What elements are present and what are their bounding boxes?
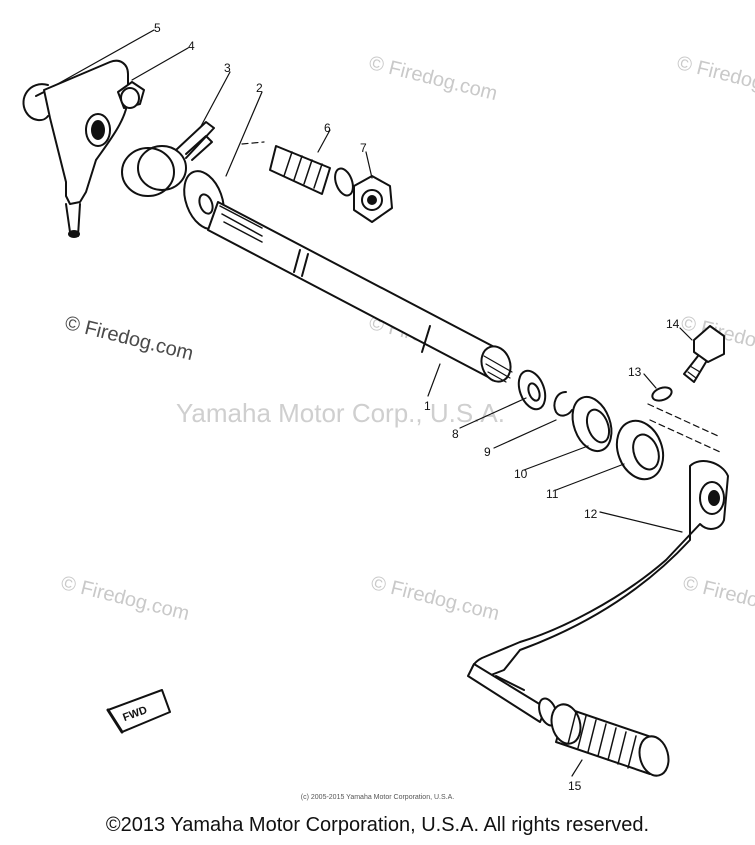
callout-5: 5 [154, 21, 161, 35]
shift-shaft-1 [207, 201, 513, 383]
bolt-6 [269, 145, 354, 197]
bolt-14 [683, 325, 725, 383]
callout-1: 1 [424, 399, 431, 413]
small-copyright: (c) 2005-2015 Yamaha Motor Corporation, … [300, 794, 455, 801]
callout-12: 12 [584, 507, 598, 521]
callout-14: 14 [666, 317, 680, 331]
callout-10: 10 [514, 467, 528, 481]
callout-6: 6 [324, 121, 331, 135]
callout-15: 15 [568, 779, 582, 793]
shift-arm-4 [43, 59, 145, 238]
callout-11: 11 [546, 487, 559, 501]
spring-3 [121, 121, 215, 197]
callout-4: 4 [188, 39, 195, 53]
shift-pedal-12 [467, 460, 729, 727]
pedal-rubber-15 [550, 703, 670, 777]
footer-copyright: ©2013 Yamaha Motor Corporation, U.S.A. A… [105, 814, 650, 836]
callout-8: 8 [452, 427, 459, 441]
fwd-arrow-mark [106, 689, 171, 734]
washer-13 [651, 386, 673, 402]
callout-2: 2 [256, 81, 263, 95]
nut-7 [353, 175, 393, 223]
callout-13: 13 [628, 365, 642, 379]
washer-11 [615, 419, 665, 481]
callout-3: 3 [224, 61, 231, 75]
callout-7: 7 [360, 141, 367, 155]
washer-8 [517, 369, 547, 411]
callout-9: 9 [484, 445, 491, 459]
oil-seal-10 [571, 395, 613, 453]
circlip-5 [22, 83, 49, 122]
circlip-9 [553, 391, 573, 417]
